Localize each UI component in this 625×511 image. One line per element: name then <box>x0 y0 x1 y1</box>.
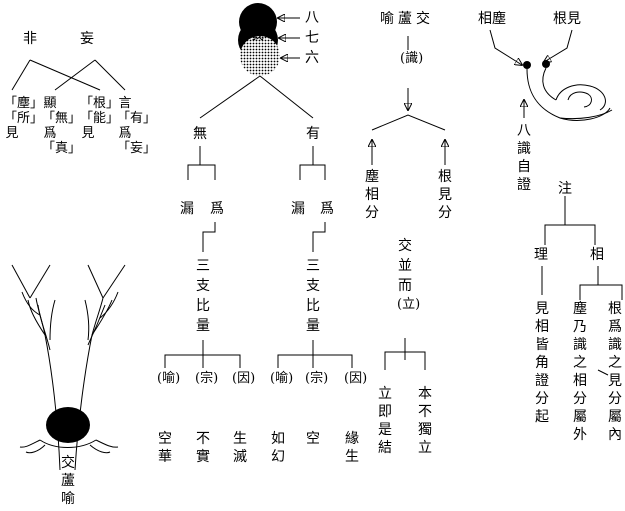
label-jiaoluyu: 交蘆喻 <box>61 455 75 507</box>
label-you: 有 <box>306 126 320 142</box>
label-liu: 六 <box>305 50 319 66</box>
left-lou: 漏 <box>180 201 194 217</box>
note-li-text: 見相皆角證分起 <box>535 301 549 425</box>
left-col-xian: 顯「無」爲「真」 <box>42 96 82 156</box>
right-leaf-yin-tag: (因) <box>344 371 368 386</box>
note-xiang-col1: 塵乃識之相分屬外 <box>573 301 587 443</box>
left-col-gen: 「根」「能」見 <box>80 96 120 141</box>
reed-branch-gen: 根見分 <box>438 169 452 221</box>
left-leaf-yu: 空華 <box>158 431 172 465</box>
right-leaf-yin: 緣生 <box>345 431 359 465</box>
left-leaf-zong-tag: (宗) <box>195 371 219 386</box>
reed-li: (立) <box>397 297 421 312</box>
left-wei: 爲 <box>210 201 224 217</box>
snail-label-gen: 根見 <box>553 11 581 27</box>
reed-mid: 交並而 <box>398 238 412 294</box>
note-xiang-col2: 根爲識之見分屬內 <box>608 301 622 443</box>
left-cross-lines <box>11 59 126 299</box>
reed-branch-chen: 塵相分 <box>365 169 379 221</box>
note-li: 理 <box>534 247 548 263</box>
label-fei: 非 <box>23 31 37 47</box>
right-leaf-yu-tag: (喻) <box>270 371 294 386</box>
label-wu: 無 <box>193 126 207 142</box>
snail-bottom: 八識自證 <box>517 123 531 193</box>
left-leaf-yin-tag: (因) <box>232 371 256 386</box>
label-wo: 我 <box>251 28 265 43</box>
right-lou: 漏 <box>291 201 305 217</box>
left-leaf-yu-tag: (喻) <box>157 371 181 386</box>
right-leaf-zong: 空 <box>306 431 320 447</box>
right-leaf-zong-tag: (宗) <box>305 371 329 386</box>
left-col-chen: 「塵」「所」見 <box>4 96 44 141</box>
right-method: 三支比量 <box>306 258 320 334</box>
label-ba: 八 <box>305 10 319 26</box>
left-method: 三支比量 <box>196 258 210 334</box>
reed-shi: (識) <box>400 51 424 66</box>
snail-figure <box>489 29 613 121</box>
right-leaf-yu: 如幻 <box>271 431 285 465</box>
right-wei: 爲 <box>320 201 334 217</box>
left-leaf-zong: 不實 <box>196 431 210 465</box>
reed-figure <box>19 291 119 471</box>
note-title: 注 <box>558 181 572 197</box>
snail-label-chen: 相塵 <box>478 11 506 27</box>
reed-leaf-left: 立即是結 <box>378 386 392 456</box>
left-leaf-yin: 生滅 <box>233 431 247 465</box>
note-xiang: 相 <box>590 247 604 263</box>
left-col-yan: 言「有」爲「妄」 <box>117 96 157 156</box>
label-wang: 妄 <box>80 31 94 47</box>
three-circles <box>238 3 280 76</box>
reed-leaf-right: 本不獨立 <box>418 386 432 456</box>
reed-title: 喻蘆交 <box>380 11 434 27</box>
label-qi: 七 <box>305 30 319 46</box>
